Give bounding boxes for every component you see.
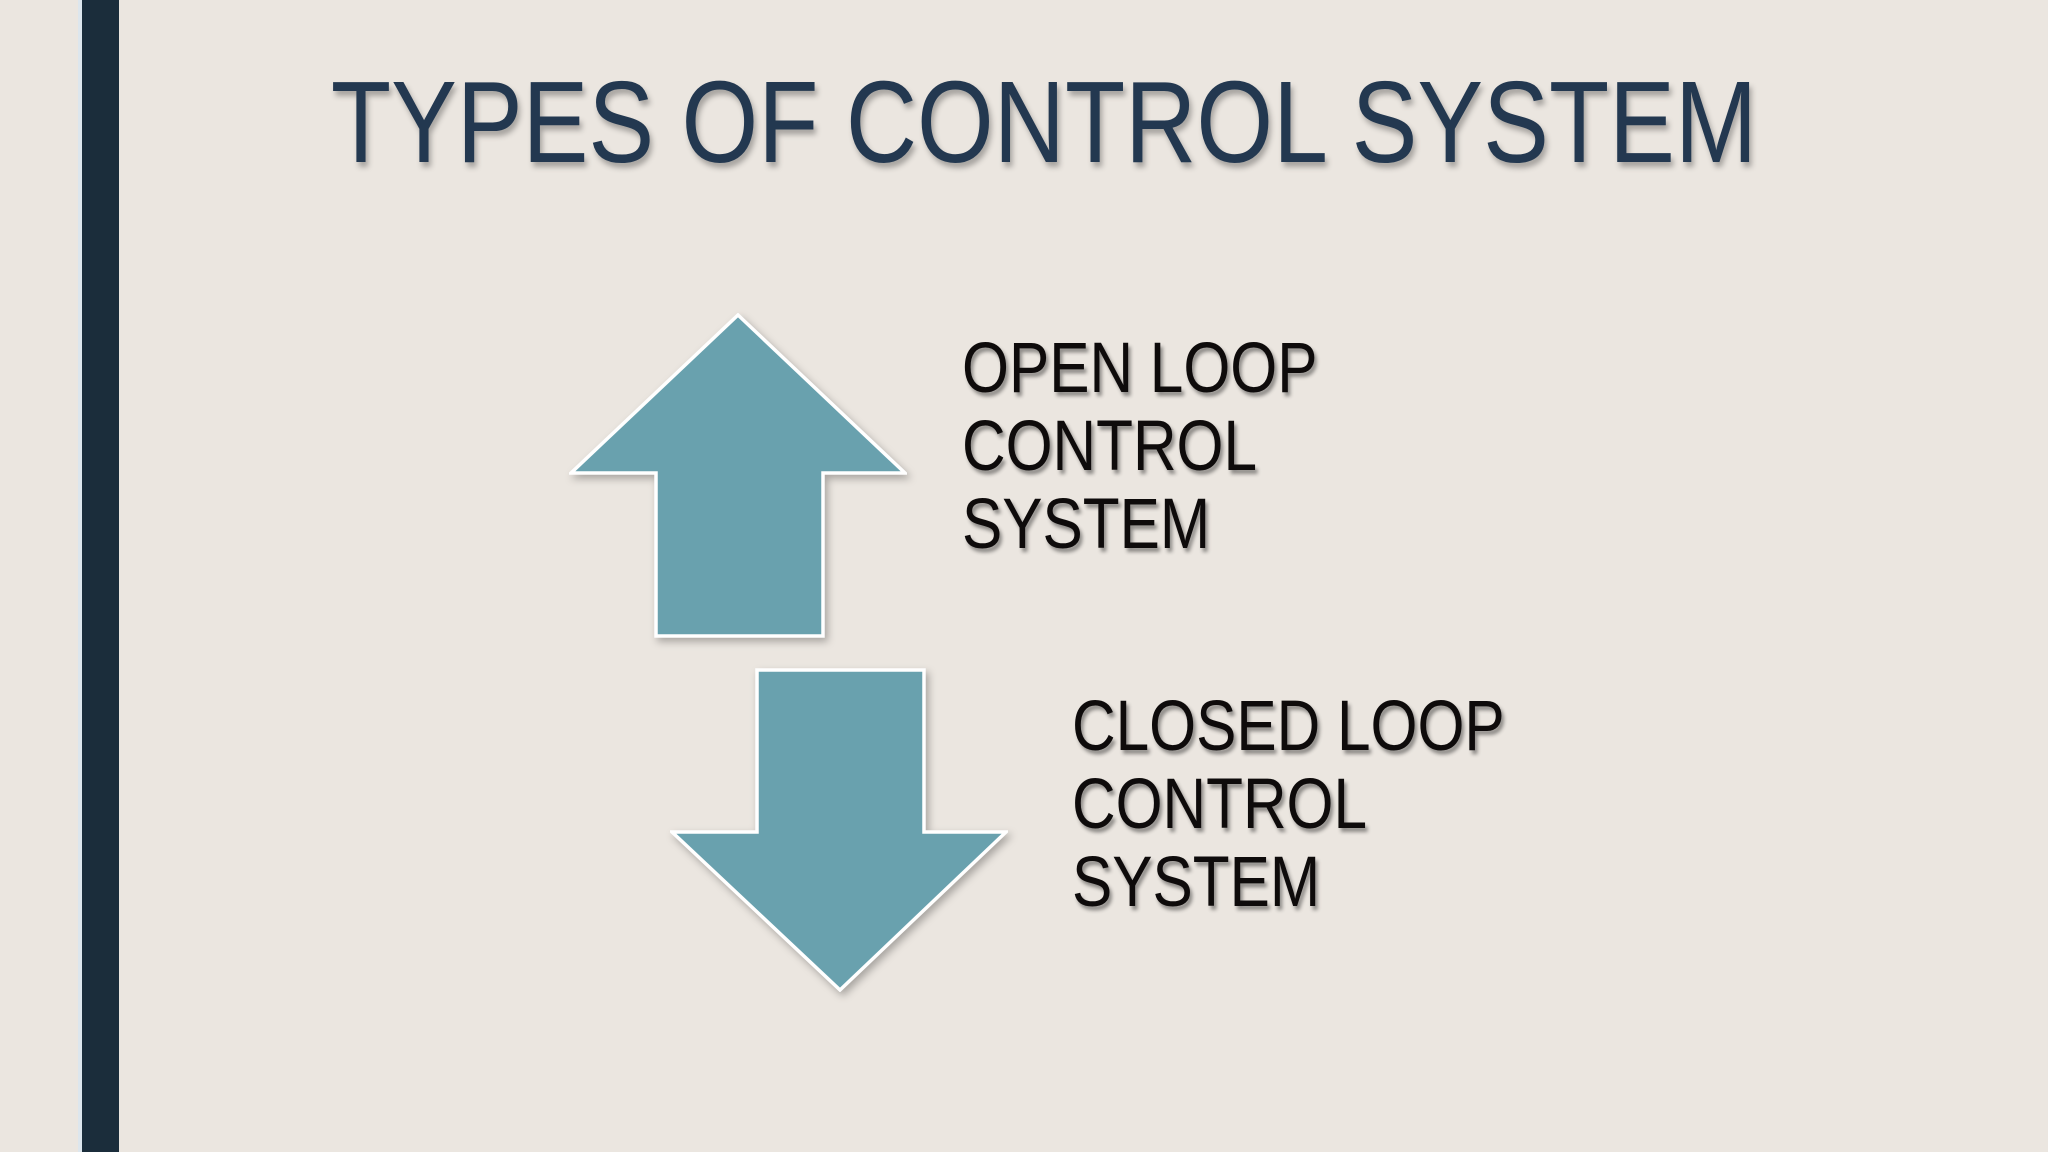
down-arrow-icon [670,668,1008,992]
closed-loop-label: CLOSED LOOP CONTROL SYSTEM [1072,687,1505,922]
left-accent-bar [82,0,119,1152]
up-arrow-polygon [569,313,907,638]
up-arrow-icon [569,313,907,638]
left-accent-highlight-line [78,0,82,1152]
open-loop-label: OPEN LOOP CONTROL SYSTEM [962,329,1318,564]
down-arrow-polygon [670,668,1008,992]
page-title-text: TYPES OF CONTROL SYSTEM [330,57,1758,187]
page-title: TYPES OF CONTROL SYSTEM [60,55,2028,189]
